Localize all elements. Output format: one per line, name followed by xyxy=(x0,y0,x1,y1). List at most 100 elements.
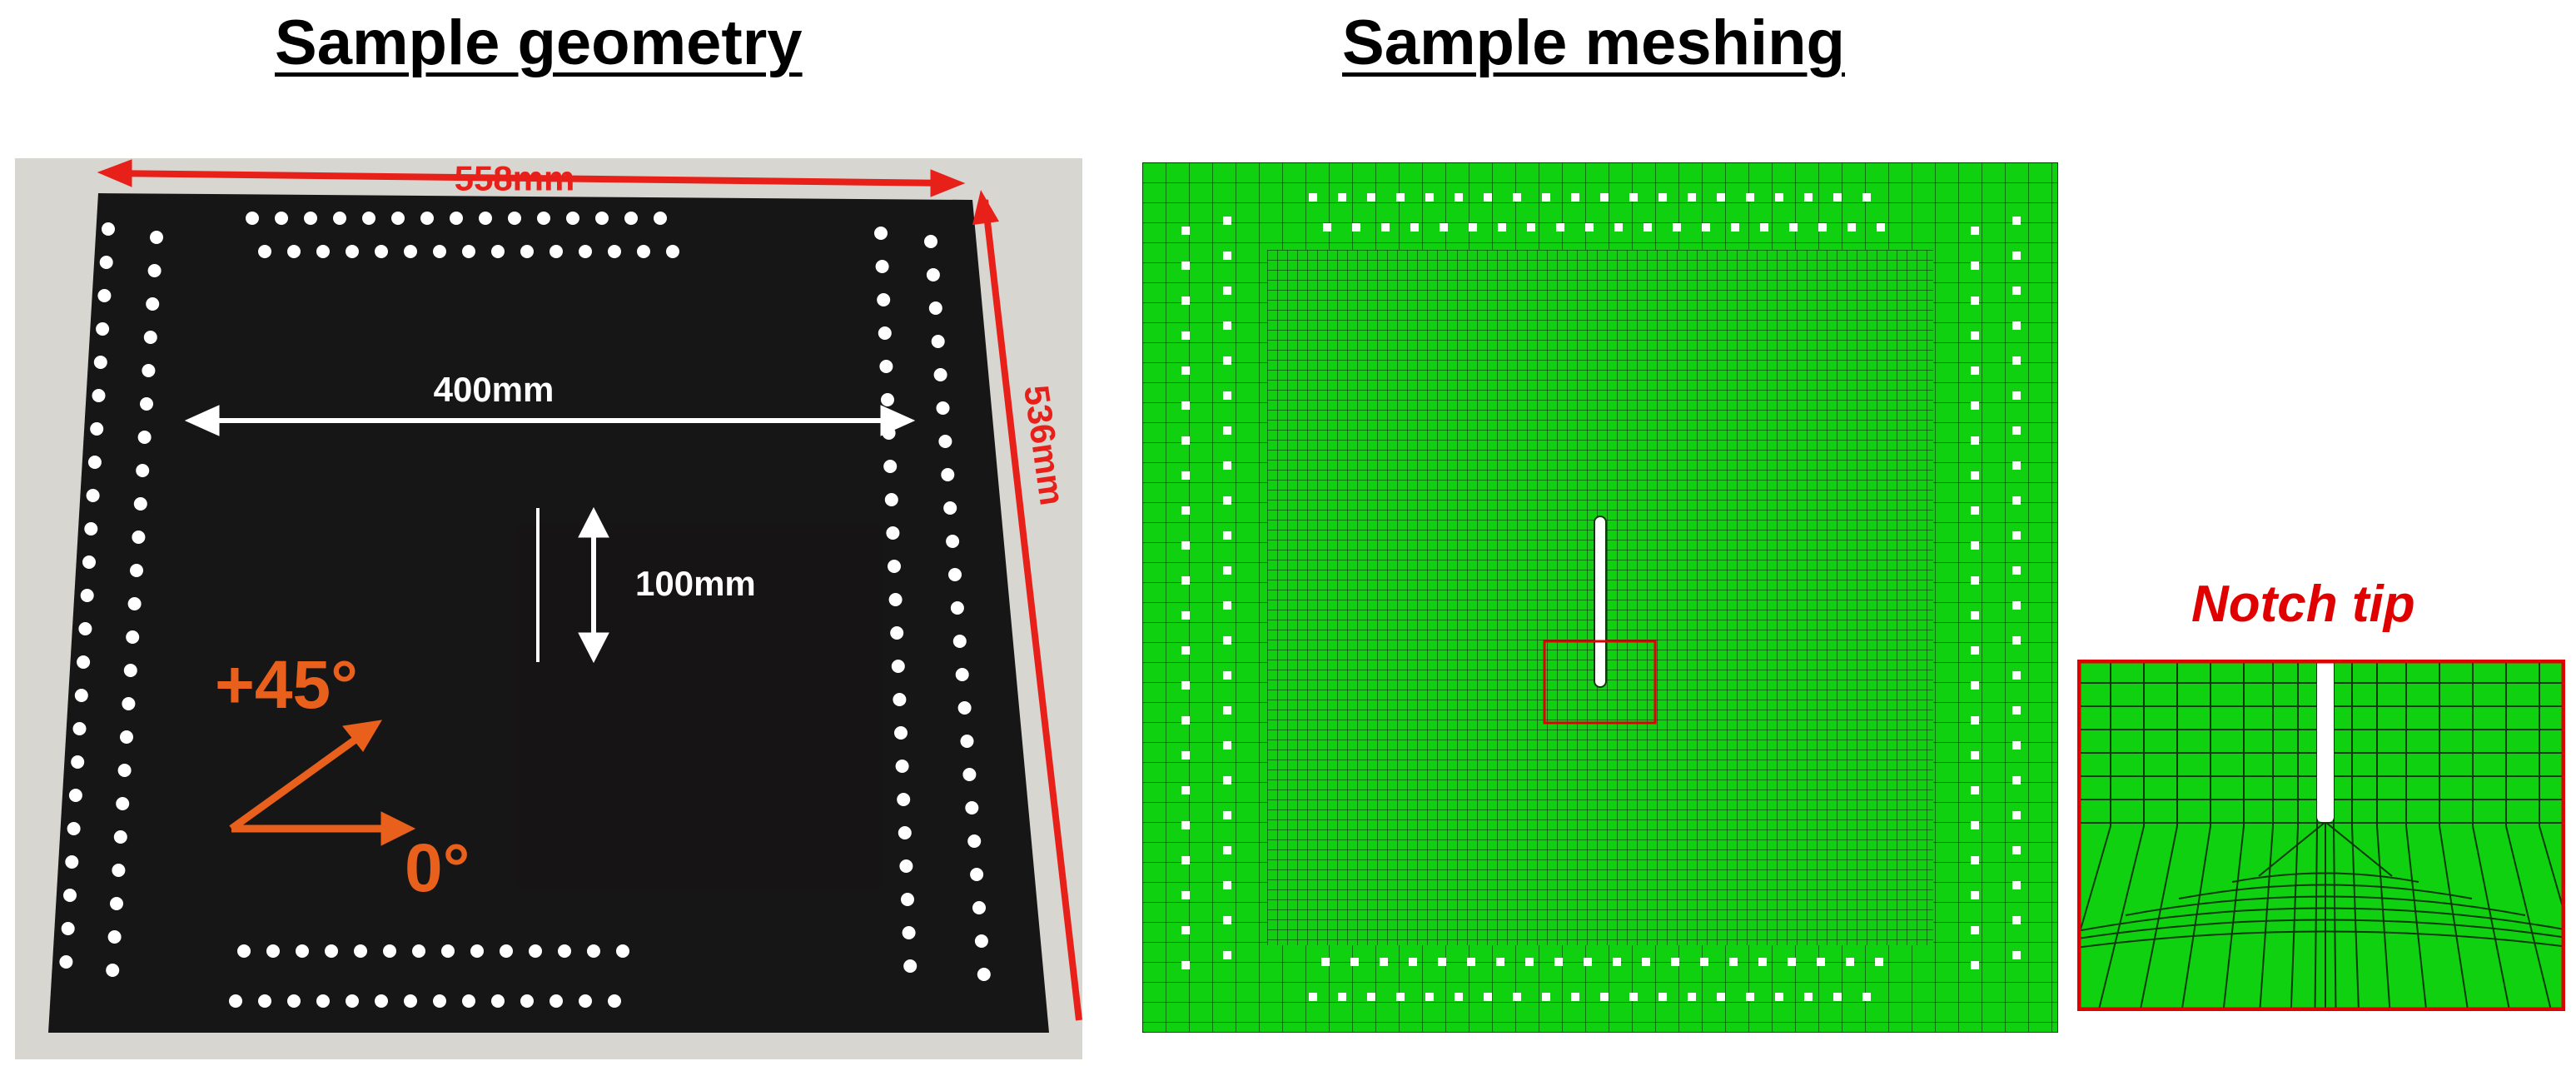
plate-hole xyxy=(140,397,153,411)
plate-hole xyxy=(106,964,120,977)
plate-hole xyxy=(943,501,957,515)
plate-hole xyxy=(142,364,156,377)
plate-hole xyxy=(237,944,251,958)
mesh-hole xyxy=(1846,958,1854,966)
mesh-hole xyxy=(1971,961,1979,969)
mesh-hole xyxy=(1688,193,1696,202)
mesh-hole xyxy=(1223,811,1231,819)
mesh-notch-slot xyxy=(1594,516,1607,688)
plate-hole xyxy=(346,994,359,1008)
plate-hole xyxy=(960,735,974,748)
plate-hole xyxy=(333,212,346,225)
mesh-hole xyxy=(1352,223,1360,232)
plate-hole xyxy=(258,245,271,258)
plate-hole xyxy=(266,944,280,958)
plate-hole xyxy=(150,231,163,244)
mesh-hole xyxy=(1181,821,1190,829)
plate-hole xyxy=(654,212,667,225)
mesh-hole xyxy=(1971,576,1979,585)
mesh-hole xyxy=(1181,681,1190,690)
plate-hole xyxy=(479,212,492,225)
mesh-hole xyxy=(1971,891,1979,899)
mesh-hole xyxy=(1862,993,1871,1001)
mesh-hole xyxy=(1971,227,1979,235)
plate-hole xyxy=(450,212,463,225)
plate-hole xyxy=(898,826,912,839)
plate-hole xyxy=(296,944,309,958)
mesh-hole xyxy=(2012,321,2021,330)
plate-hole xyxy=(304,212,317,225)
inset-mesh-line xyxy=(2290,825,2299,1011)
plate-hole xyxy=(462,245,475,258)
mesh-hole xyxy=(1971,401,1979,410)
mesh-hole xyxy=(1702,223,1710,232)
plate-hole xyxy=(624,212,638,225)
inset-mesh-lines xyxy=(2077,660,2565,1011)
plate-hole xyxy=(82,555,96,569)
mesh-hole xyxy=(1425,193,1434,202)
mesh-hole xyxy=(2012,496,2021,505)
plate-hole xyxy=(112,864,126,877)
mesh-hole xyxy=(1181,471,1190,480)
plate-hole xyxy=(962,768,977,781)
notch-tip-highlight-box xyxy=(1543,640,1657,725)
plate-hole xyxy=(884,493,898,506)
plate-hole xyxy=(87,456,102,469)
plate-hole xyxy=(890,626,904,640)
plate-hole xyxy=(143,331,157,344)
plate-hole xyxy=(595,212,609,225)
plate-hole xyxy=(110,897,123,910)
mesh-hole xyxy=(1642,958,1650,966)
mesh-hole xyxy=(1223,846,1231,854)
plate-hole xyxy=(375,994,388,1008)
mesh-view xyxy=(1142,162,2058,1033)
plate-hole xyxy=(957,701,972,715)
plate-hole xyxy=(433,994,446,1008)
inset-mesh-line xyxy=(2259,825,2274,1011)
plate-hole xyxy=(78,622,92,635)
plate-hole xyxy=(86,489,100,502)
inner-dimension-arrow xyxy=(184,405,916,436)
plate-hole xyxy=(130,564,143,577)
inner-label: 400mm xyxy=(434,370,554,409)
mesh-hole xyxy=(1571,193,1579,202)
mesh-hole xyxy=(1181,436,1190,445)
mesh-hole xyxy=(1181,401,1190,410)
plate-hole xyxy=(941,468,955,481)
mesh-hole xyxy=(1789,223,1798,232)
plate-hole xyxy=(558,944,571,958)
mesh-hole xyxy=(1971,436,1979,445)
plate-hole xyxy=(566,212,579,225)
plate-hole xyxy=(137,431,152,444)
plate-hole xyxy=(84,522,98,536)
mesh-hole xyxy=(1223,496,1231,505)
mesh-hole xyxy=(1223,531,1231,540)
mesh-hole xyxy=(1600,993,1609,1001)
plate-hole xyxy=(92,389,106,402)
plate-hole xyxy=(68,789,82,802)
plate-hole xyxy=(132,531,146,544)
mesh-hole xyxy=(1223,951,1231,959)
mesh-hole xyxy=(1875,958,1883,966)
inset-mesh-line xyxy=(2405,825,2428,1011)
plate-hole xyxy=(113,830,127,844)
plate-hole xyxy=(74,689,88,702)
plate-hole xyxy=(955,668,969,681)
plate-hole xyxy=(491,245,505,258)
plate-hole xyxy=(316,245,330,258)
sample-geometry-title: Sample geometry xyxy=(275,7,803,78)
mesh-hole xyxy=(1571,993,1579,1001)
mesh-hole xyxy=(2012,951,2021,959)
plate-hole xyxy=(93,356,107,369)
mesh-hole xyxy=(1847,223,1856,232)
inset-mesh-line xyxy=(2539,825,2565,919)
plate-hole xyxy=(404,245,417,258)
inset-mesh-line xyxy=(2077,825,2111,944)
mesh-hole xyxy=(1181,331,1190,340)
plate-hole xyxy=(127,597,142,610)
mesh-hole xyxy=(1971,751,1979,760)
mesh-hole xyxy=(1181,506,1190,515)
mesh-hole xyxy=(1818,223,1827,232)
plate-hole xyxy=(133,497,147,511)
plate-hole xyxy=(107,930,122,944)
